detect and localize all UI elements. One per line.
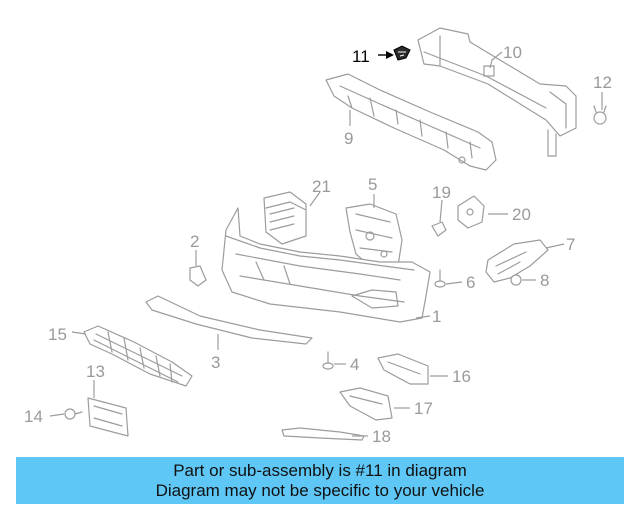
part-3-spoiler: [145, 295, 313, 345]
part-11-clip: [393, 45, 411, 61]
info-banner: Part or sub-assembly is #11 in diagram D…: [16, 457, 624, 504]
part-17-trim: [339, 387, 393, 421]
callout-19: 19: [432, 183, 451, 202]
part-6-screw: [434, 269, 446, 288]
callout-14: 14: [24, 407, 43, 426]
callout-5: 5: [368, 175, 377, 194]
part-12-push-clip: [593, 105, 607, 125]
parts-diagram: 10 11 12 9 21 5 19 20 2 7 8 6 1 15 3 4 1…: [24, 27, 612, 446]
callout-21: 21: [312, 177, 331, 196]
callout-17: 17: [414, 399, 433, 418]
part-19-clip: [431, 221, 447, 237]
part-13-license-bracket: [87, 397, 129, 437]
part-9-energy-absorber: [325, 73, 497, 171]
callout-13: 13: [86, 362, 105, 381]
part-7-guide: [485, 239, 549, 283]
callout-12: 12: [593, 73, 612, 92]
callout-3: 3: [211, 353, 220, 372]
part-21-module: [263, 191, 307, 245]
part-4-screw: [322, 351, 334, 370]
part-18-molding: [281, 427, 365, 441]
part-8-nut: [510, 274, 522, 286]
callout-8: 8: [540, 271, 549, 290]
part-5-bracket: [345, 203, 403, 269]
callout-1: 1: [432, 307, 441, 326]
callout-4: 4: [350, 355, 359, 374]
part-16-trim: [377, 353, 429, 385]
callout-15: 15: [48, 325, 67, 344]
part-15-lower-grille: [83, 325, 193, 387]
leader-lines: [49, 51, 603, 437]
part-1-bumper-cover: [221, 207, 431, 323]
callout-11: 11: [352, 47, 370, 66]
callout-16: 16: [452, 367, 471, 386]
part-20-bracket: [457, 195, 485, 229]
banner-line-2: Diagram may not be specific to your vehi…: [155, 481, 485, 500]
callout-9: 9: [344, 129, 353, 148]
part-2-clip: [189, 265, 207, 287]
part-14-clip: [64, 408, 83, 420]
callout-18: 18: [372, 427, 391, 446]
callout-6: 6: [466, 273, 475, 292]
callout-2: 2: [190, 232, 199, 251]
part-10-reinforcement-bar: [417, 27, 577, 157]
callout-20: 20: [512, 205, 531, 224]
banner-line-1: Part or sub-assembly is #11 in diagram: [173, 461, 467, 480]
callout-7: 7: [566, 235, 575, 254]
callout-10: 10: [503, 43, 522, 62]
